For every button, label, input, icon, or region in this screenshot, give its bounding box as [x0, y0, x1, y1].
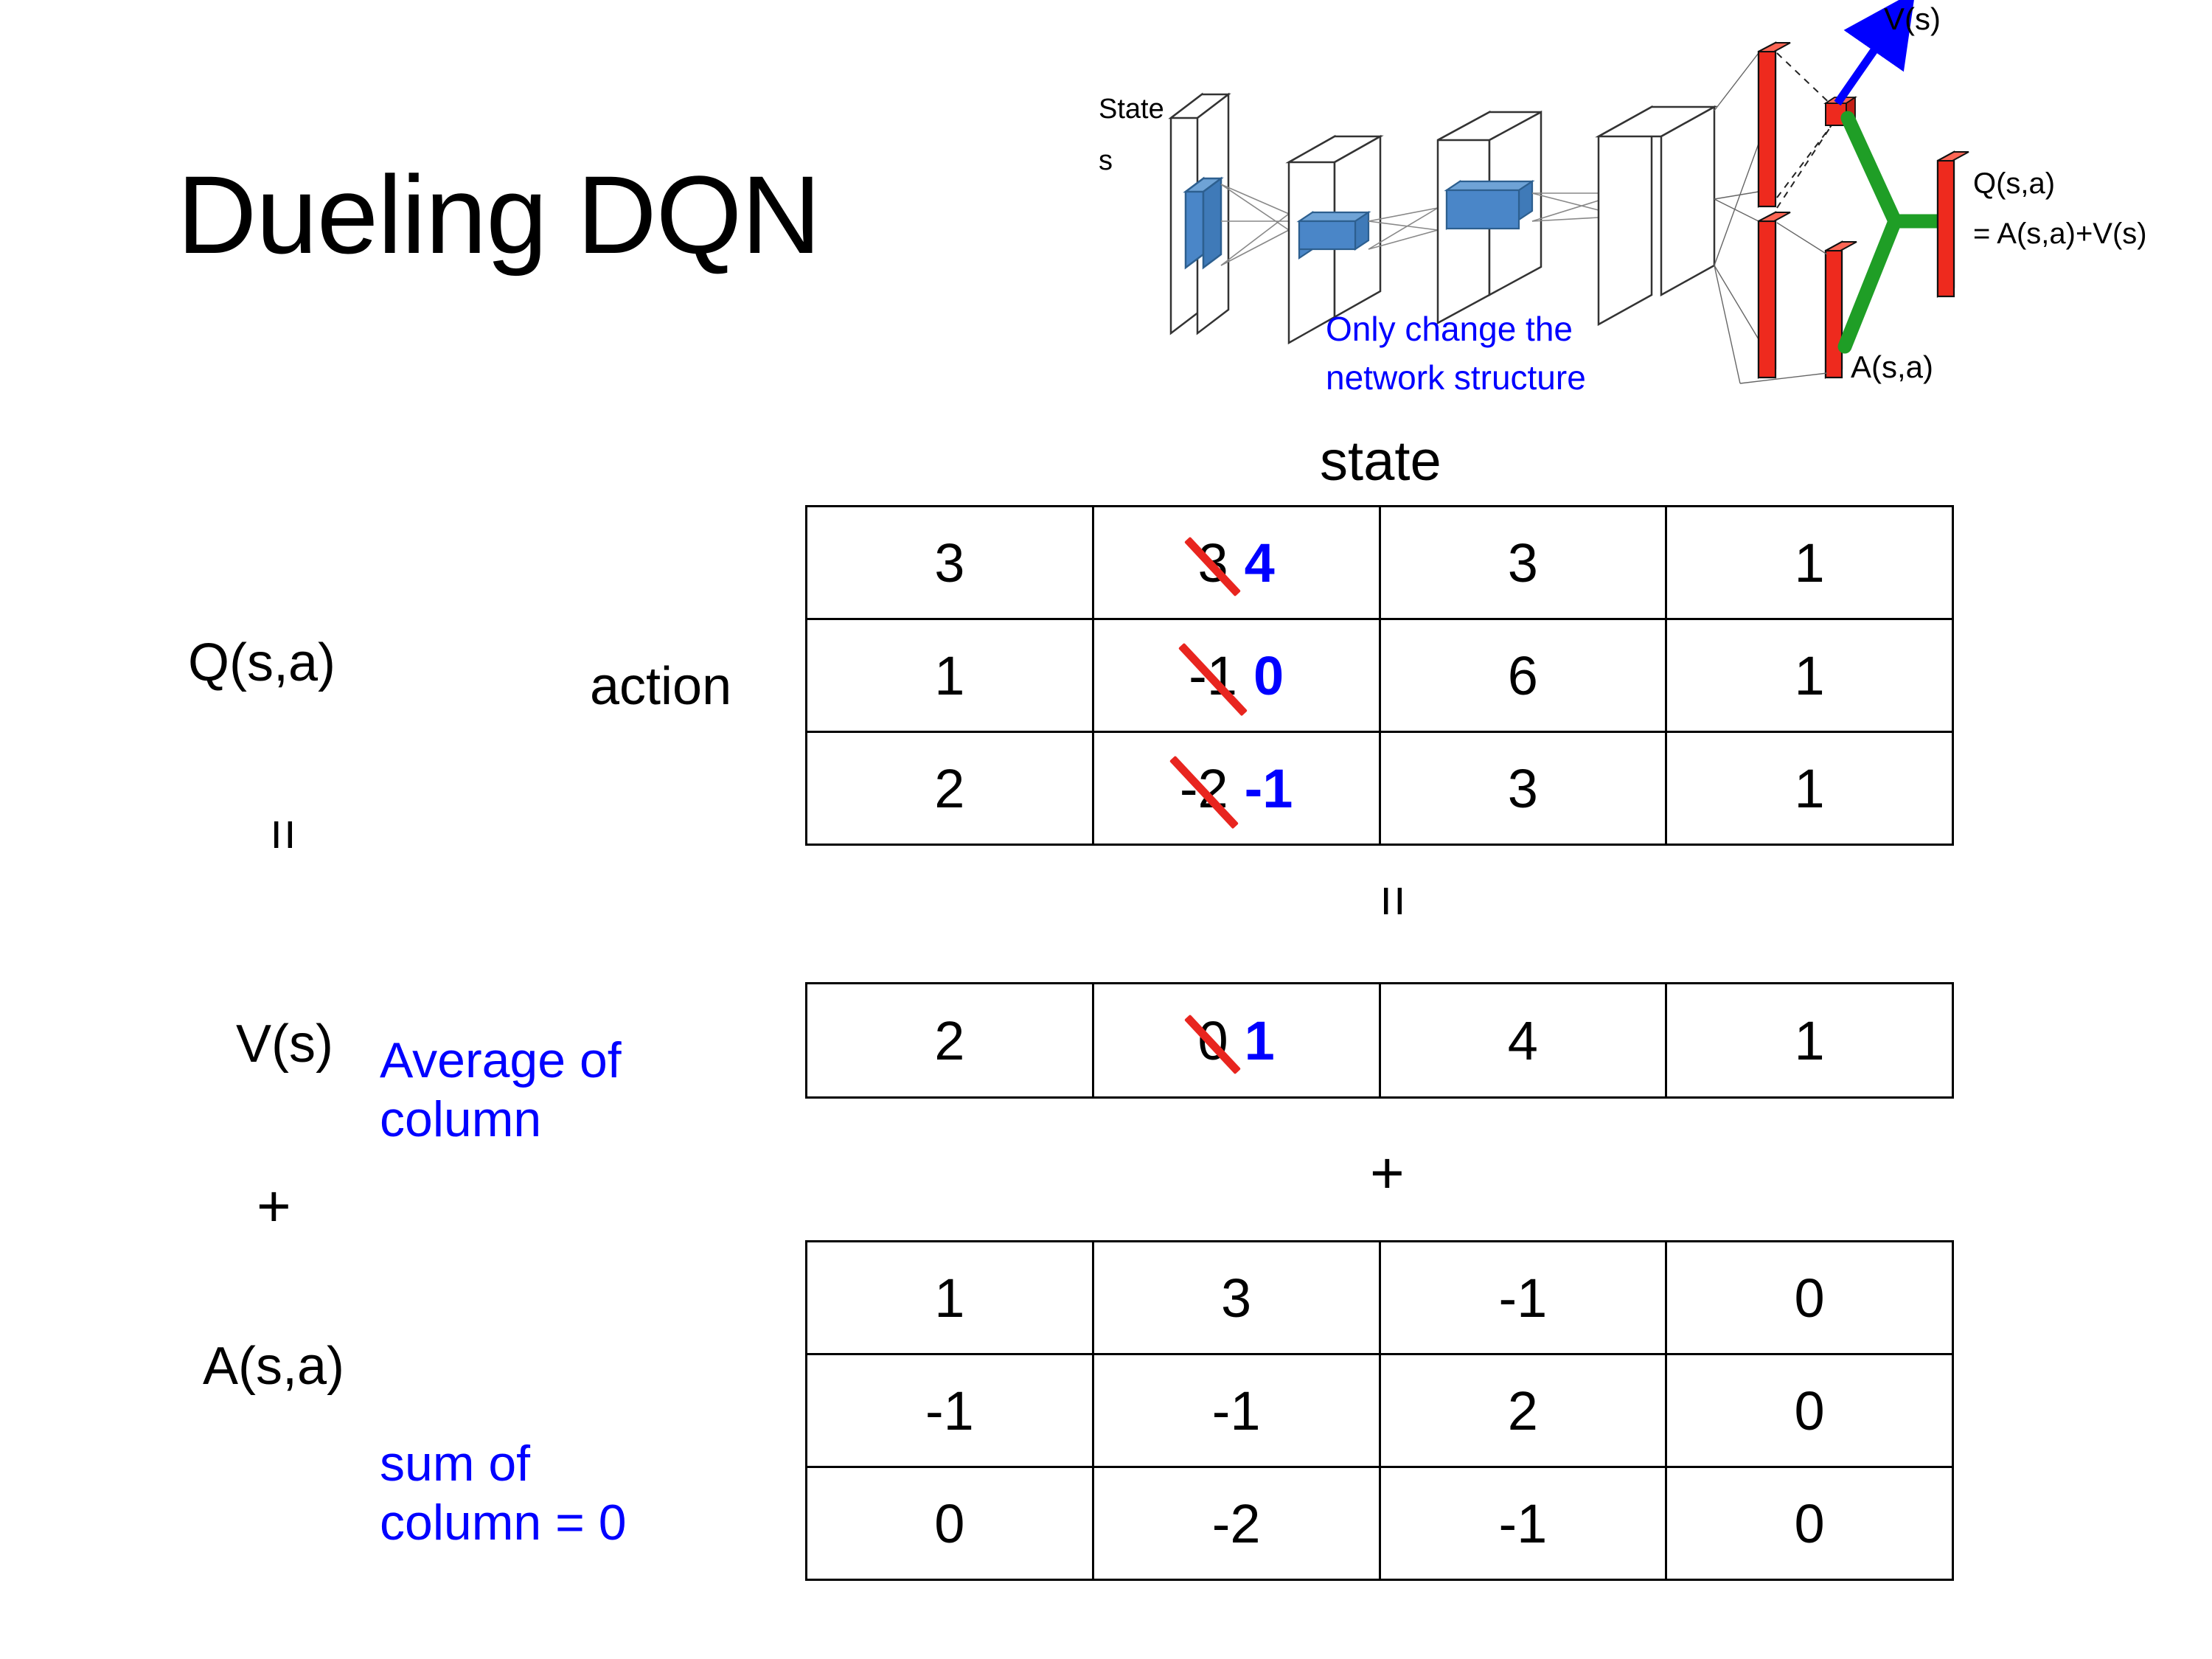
table-cell: 3: [1378, 731, 1668, 846]
struck-old-value: -1: [1189, 644, 1237, 706]
diagram-note-line2: network structure: [1326, 358, 1586, 397]
table-cell: 3: [1091, 1240, 1381, 1355]
diagram-state-label-line1: State: [1099, 94, 1164, 125]
table-cell: -2: [1091, 1466, 1381, 1581]
state-axis-label: state: [1320, 430, 1441, 493]
table-cell: 1: [1665, 505, 1954, 620]
table-cell: -1: [1091, 1353, 1381, 1468]
dueling-network-diagram: State s V(s) A(s,a) Q(s,a) = A(s,a)+V(s)…: [1091, 0, 2212, 413]
table-cell: -1: [805, 1353, 1094, 1468]
struck-old-value: 0: [1197, 1009, 1228, 1071]
table-cell: 2: [1378, 1353, 1668, 1468]
corrected-value: 0: [1253, 644, 1284, 706]
diagram-output-label-line2: = A(s,a)+V(s): [1973, 218, 2147, 250]
table-cell-edited: -1 0: [1091, 618, 1381, 733]
equals-sign-left: =: [254, 818, 315, 851]
page-title: Dueling DQN: [177, 153, 821, 276]
table-cell: 1: [1665, 982, 1954, 1099]
table-cell: 3: [805, 505, 1094, 620]
table-cell: 2: [805, 731, 1094, 846]
table-cell: 1: [1665, 618, 1954, 733]
table-cell: -1: [1378, 1466, 1668, 1581]
diagram-note-line1: Only change the: [1326, 310, 1573, 348]
q-function-label: Q(s,a): [188, 633, 336, 692]
a-function-label: A(s,a): [203, 1337, 345, 1396]
corrected-value: 1: [1244, 1009, 1275, 1071]
plus-sign-left: +: [257, 1173, 291, 1239]
table-cell: 0: [1665, 1240, 1954, 1355]
corrected-value: 4: [1244, 532, 1275, 594]
diagram-advantage-label: A(s,a): [1851, 349, 1933, 384]
table-cell: -1: [1378, 1240, 1668, 1355]
table-cell: 3: [1378, 505, 1668, 620]
table-cell: 1: [1665, 731, 1954, 846]
table-cell-edited: -2 -1: [1091, 731, 1381, 846]
table-cell: 6: [1378, 618, 1668, 733]
table-cell: 1: [805, 1240, 1094, 1355]
table-cell: 1: [805, 618, 1094, 733]
table-cell: 2: [805, 982, 1094, 1099]
average-of-column-note: Average of column: [380, 1032, 622, 1148]
action-axis-label: action: [590, 657, 732, 716]
diagram-state-label-line2: s: [1099, 145, 1113, 176]
corrected-value: -1: [1244, 757, 1293, 819]
diagram-value-label: V(s): [1884, 1, 1941, 36]
sum-of-column-note: sum of column = 0: [380, 1436, 627, 1551]
table-cell: 0: [1665, 1466, 1954, 1581]
struck-old-value: 3: [1197, 532, 1228, 594]
v-function-label: V(s): [236, 1015, 333, 1074]
table-cell: 4: [1378, 982, 1668, 1099]
equals-sign-middle: =: [1363, 885, 1425, 917]
struck-old-value: -2: [1179, 757, 1228, 819]
plus-sign-middle: +: [1370, 1140, 1405, 1206]
table-cell: 0: [1665, 1353, 1954, 1468]
table-cell: 0: [805, 1466, 1094, 1581]
diagram-output-label-line1: Q(s,a): [1973, 167, 2055, 200]
